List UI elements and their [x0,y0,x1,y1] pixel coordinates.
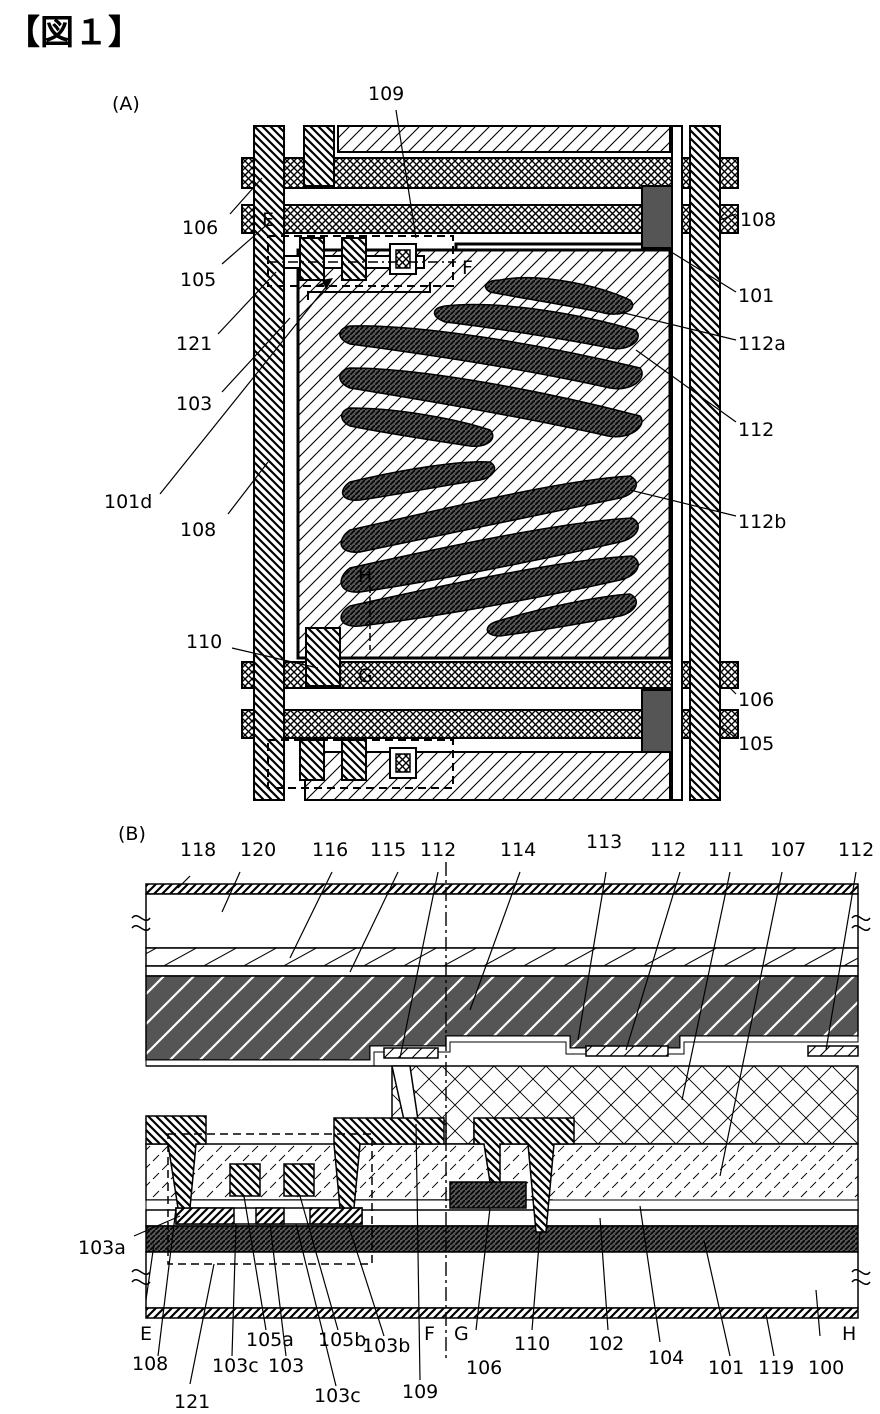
point-F: F [462,257,473,279]
label-F: F [424,1323,435,1345]
label-102: 102 [588,1333,624,1355]
label-121: 121 [174,1391,210,1413]
label-112-b: 112 [650,839,686,861]
label-106-right: 106 [738,689,774,711]
label-E: E [140,1323,152,1345]
point-E: E [262,209,274,231]
layer-114 [146,976,858,1060]
panel-b-label: (B) [118,823,146,845]
point-H: H [358,565,372,587]
label-112b: 112b [738,511,786,533]
gate-lower-a [300,740,324,780]
electrode-112-left [384,1048,438,1058]
electrode-112-right [808,1046,858,1056]
gate-lower-b [342,740,366,780]
label-115: 115 [370,839,406,861]
point-G: G [358,665,373,687]
panel-b-cross-section [132,862,870,1360]
label-112-c: 112 [838,839,874,861]
label-110: 110 [186,631,222,653]
contact-lower-inner [396,754,410,772]
label-119: 119 [758,1357,794,1379]
label-114: 114 [500,839,536,861]
label-111: 111 [708,839,744,861]
label-103a: 103a [78,1237,126,1259]
label-109: 109 [402,1381,438,1403]
gate-105b [342,238,366,280]
layer-119 [146,1308,858,1318]
panel-a-plan-view [242,126,738,800]
label-108-left: 108 [180,519,216,541]
gate-105a [300,238,324,280]
label-110: 110 [514,1333,550,1355]
label-113: 113 [586,831,622,853]
label-103c-2: 103c [314,1385,361,1407]
gate-105b [284,1164,314,1196]
label-105a: 105a [246,1329,294,1351]
label-103c-1: 103c [212,1355,259,1377]
label-108-right: 108 [740,209,776,231]
connection-upper [304,126,334,186]
label-112-a: 112 [420,839,456,861]
label-G: G [454,1323,469,1345]
region-103 [256,1208,284,1224]
layer-100 [146,1252,858,1308]
label-116: 116 [312,839,348,861]
label-107: 107 [770,839,806,861]
signal-line-108-right [690,126,720,800]
label-103b: 103b [362,1335,410,1357]
label-106: 106 [466,1357,502,1379]
label-104: 104 [648,1347,684,1369]
drain-block-lower [642,690,672,752]
line-101 [672,126,682,800]
label-101: 101 [738,285,774,307]
label-118: 118 [180,839,216,861]
region-103a [176,1208,234,1224]
upper-pixel-region [338,126,670,152]
label-101d: 101d [104,491,152,513]
label-103: 103 [176,393,212,415]
contact-109-inner [396,250,410,268]
label-121: 121 [176,333,212,355]
label-120: 120 [240,839,276,861]
label-100: 100 [808,1357,844,1379]
region-103b [310,1208,362,1224]
label-105b: 105b [318,1329,366,1351]
drain-block-upper [642,186,672,248]
layer-115 [146,966,858,976]
label-105: 105 [180,269,216,291]
gate-106 [450,1182,526,1208]
label-101: 101 [708,1357,744,1379]
layer-116 [146,948,858,966]
panel-a-label: (A) [112,93,140,115]
label-109: 109 [368,83,404,105]
label-108: 108 [132,1353,168,1375]
layer-118 [146,884,858,894]
label-105-right: 105 [738,733,774,755]
label-103: 103 [268,1355,304,1377]
label-112: 112 [738,419,774,441]
label-106: 106 [182,217,218,239]
label-H: H [842,1323,856,1345]
contact-110 [306,628,340,686]
label-112a: 112a [738,333,786,355]
gate-105a [230,1164,260,1196]
figure-title: 【図１】 [6,13,142,53]
